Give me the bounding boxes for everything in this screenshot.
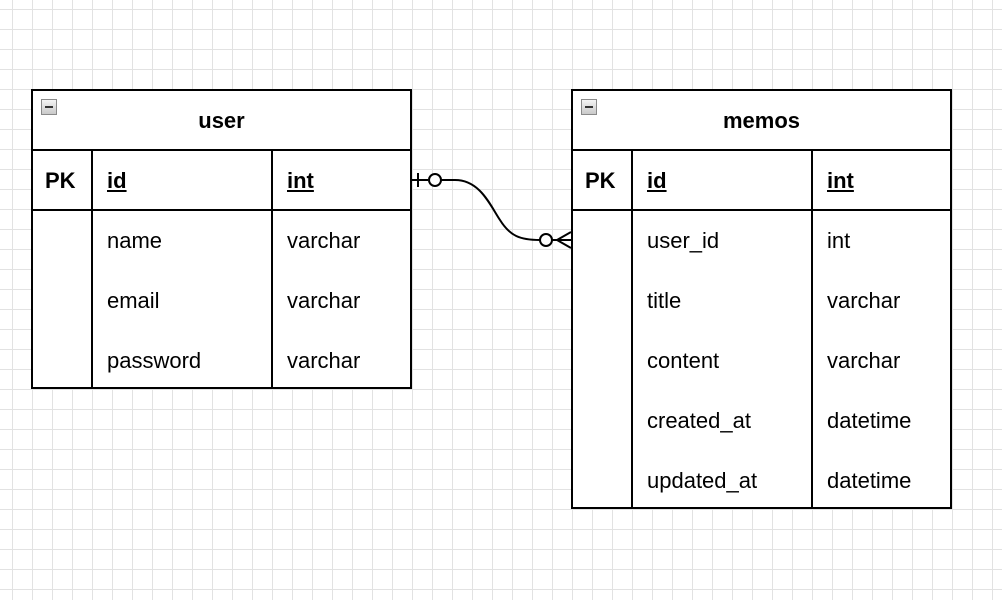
column-divider [91, 151, 93, 387]
entity-memos[interactable]: memos PK id int user_id int title varcha… [571, 89, 952, 509]
pk-field-type[interactable]: int [287, 168, 314, 193]
field-type[interactable]: varchar [287, 228, 361, 253]
pk-field-name[interactable]: id [107, 168, 127, 193]
field-name[interactable]: user_id [647, 228, 720, 253]
connector-curve [441, 179, 541, 241]
entity-title: memos [722, 108, 801, 133]
primary-key-row[interactable] [573, 151, 950, 211]
field-name[interactable]: name [107, 228, 163, 253]
field-type[interactable]: varchar [827, 348, 901, 373]
zero-marker-circle [428, 173, 442, 187]
entity-user-header[interactable]: user [33, 91, 410, 151]
collapse-icon[interactable] [581, 99, 597, 115]
field-name[interactable]: updated_at [647, 468, 758, 493]
field-name[interactable]: created_at [647, 408, 751, 433]
field-name[interactable]: password [107, 348, 202, 373]
pk-label: PK [45, 168, 76, 193]
primary-key-row[interactable] [33, 151, 410, 211]
field-type[interactable]: int [827, 228, 851, 253]
column-divider [631, 151, 633, 507]
pk-field-name[interactable]: id [647, 168, 667, 193]
field-name[interactable]: content [647, 348, 720, 373]
collapse-icon[interactable] [41, 99, 57, 115]
field-type[interactable]: varchar [287, 348, 361, 373]
zero-marker-circle [539, 233, 553, 247]
field-type[interactable]: varchar [287, 288, 361, 313]
field-type[interactable]: datetime [827, 408, 912, 433]
field-type[interactable]: datetime [827, 468, 912, 493]
field-type[interactable]: varchar [827, 288, 901, 313]
column-divider [271, 151, 273, 387]
entity-memos-header[interactable]: memos [573, 91, 950, 151]
pk-field-type[interactable]: int [827, 168, 854, 193]
entity-title: user [198, 108, 245, 133]
pk-label: PK [585, 168, 616, 193]
entity-user[interactable]: user PK id int name varchar email varcha… [31, 89, 412, 389]
column-divider [811, 151, 813, 507]
field-name[interactable]: title [647, 288, 682, 313]
field-name[interactable]: email [107, 288, 160, 313]
crow-foot-marker [556, 231, 572, 249]
